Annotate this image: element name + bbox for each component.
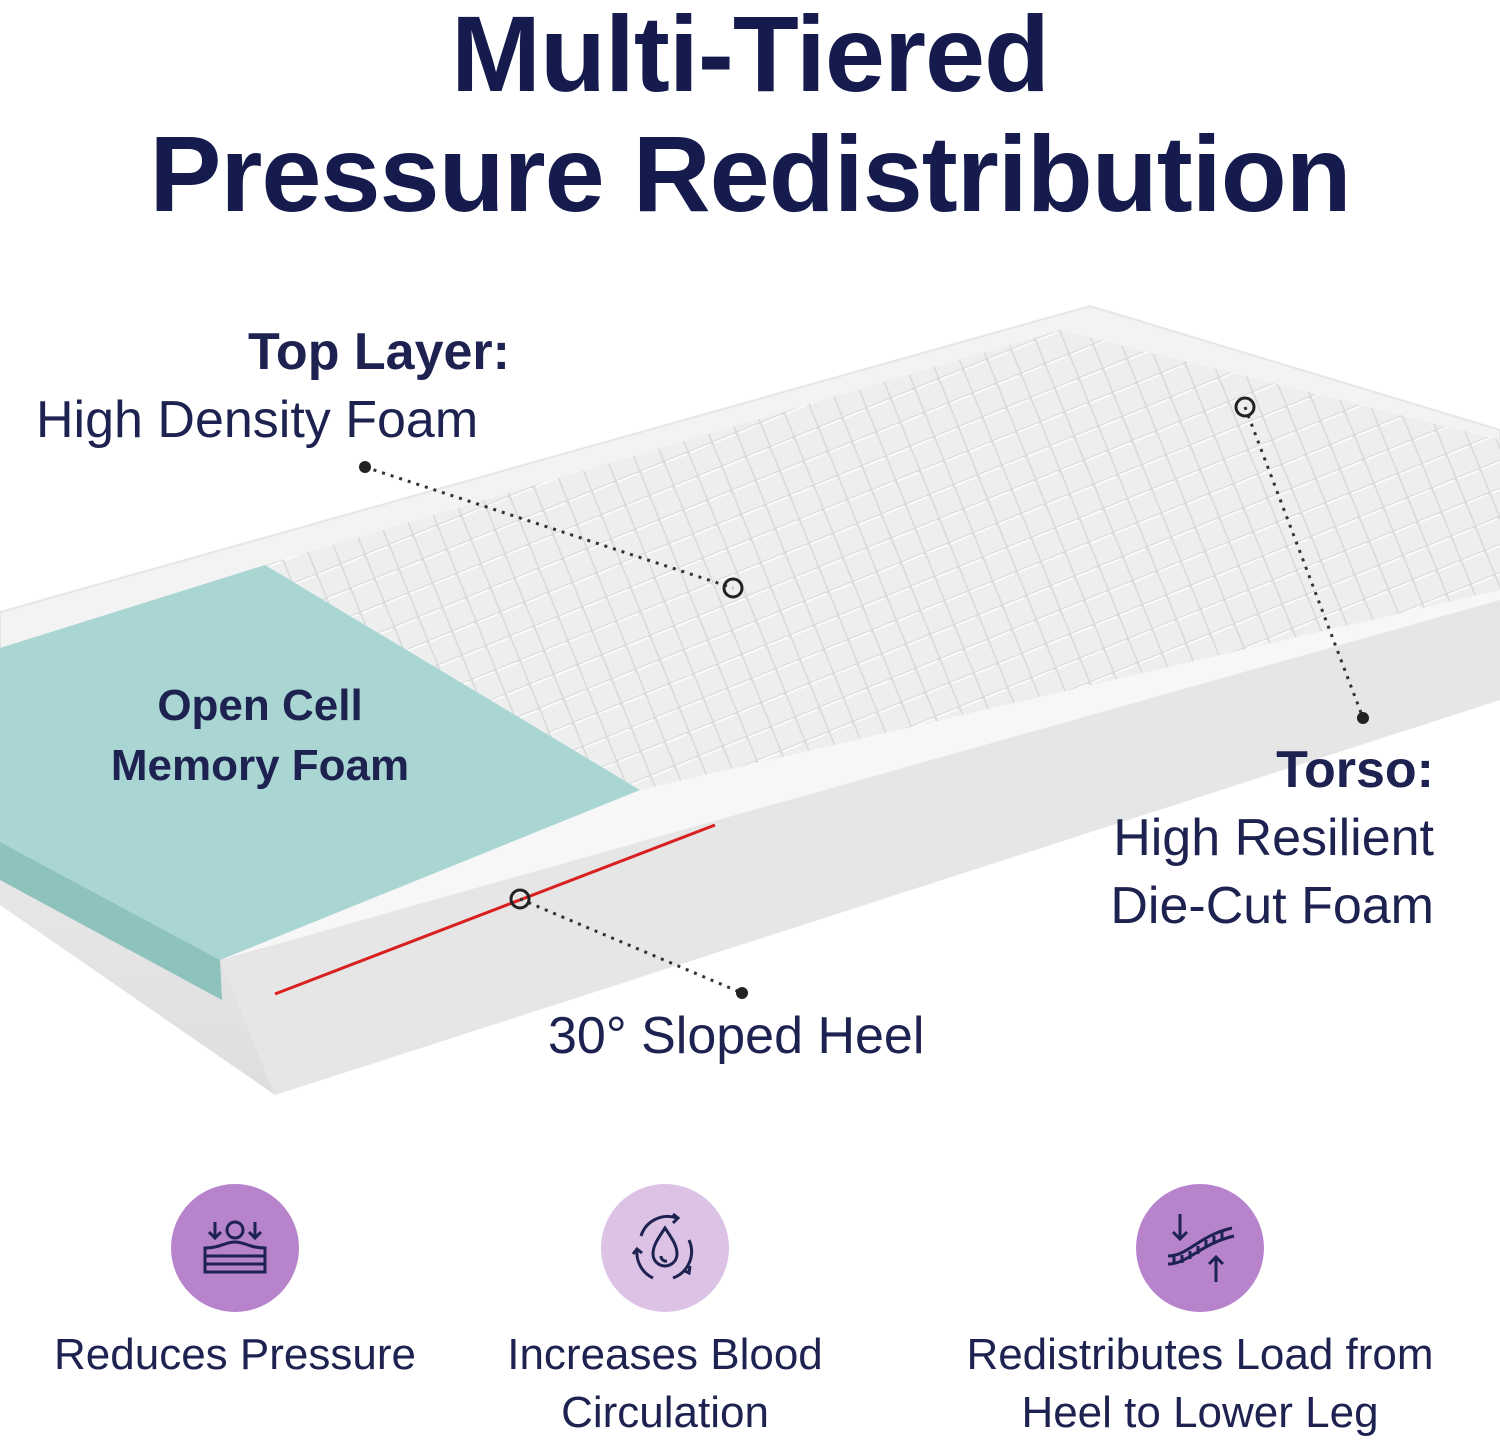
top-layer-callout: Top Layer: High Density Foam: [30, 318, 510, 454]
feature-3-line-2: Heel to Lower Leg: [1021, 1388, 1379, 1437]
memory-foam-layer: [0, 565, 640, 960]
torso-marker: [1234, 396, 1256, 418]
heel-slope-line: [274, 823, 716, 996]
heel-callout: 30° Sloped Heel: [548, 1007, 925, 1065]
title-line-1: Multi-Tiered: [450, 0, 1050, 114]
torso-dot: [1357, 712, 1369, 724]
load-redistribution-icon: [1136, 1184, 1264, 1312]
pressure-icon: [171, 1184, 299, 1312]
top-layer-marker: [722, 577, 744, 599]
title-line-2: Pressure Redistribution: [149, 113, 1351, 234]
feature-2-line-1: Increases Blood: [507, 1330, 823, 1379]
feature-3-line-1: Redistributes Load from: [966, 1330, 1434, 1379]
torso-heading: Torso:: [1276, 741, 1434, 799]
torso-callout: Torso: High Resilient Die-Cut Foam: [934, 736, 1434, 940]
torso-leader: [1243, 406, 1365, 719]
die-cut-foam-area: [265, 330, 1500, 790]
feature-blood-circulation: Increases Blood Circulation: [460, 1184, 870, 1442]
feature-reduces-pressure: Reduces Pressure: [30, 1184, 440, 1384]
circulation-icon: [601, 1184, 729, 1312]
feature-load-redistribution: Redistributes Load from Heel to Lower Le…: [930, 1184, 1470, 1442]
memory-foam-edge: [0, 842, 222, 1000]
memory-foam-callout: Open Cell Memory Foam: [60, 676, 460, 796]
top-layer-dot: [359, 461, 371, 473]
heel-marker: [509, 888, 531, 910]
top-layer-leader: [364, 465, 734, 590]
feature-2-line-2: Circulation: [561, 1388, 769, 1437]
top-layer-text: High Density Foam: [36, 391, 479, 449]
heel-block-top: [220, 590, 1500, 960]
torso-line-2: Die-Cut Foam: [1110, 877, 1434, 935]
torso-line-1: High Resilient: [1113, 809, 1434, 867]
top-layer-heading: Top Layer:: [248, 323, 510, 381]
mattress-illustration: [0, 304, 1500, 1095]
memory-foam-line-1: Open Cell: [157, 681, 363, 730]
heel-leader: [519, 897, 743, 995]
memory-foam-line-2: Memory Foam: [110, 741, 410, 790]
feature-1-line-1: Reduces Pressure: [54, 1330, 416, 1379]
heel-dot: [736, 987, 748, 999]
heel-block: [220, 600, 1500, 1095]
